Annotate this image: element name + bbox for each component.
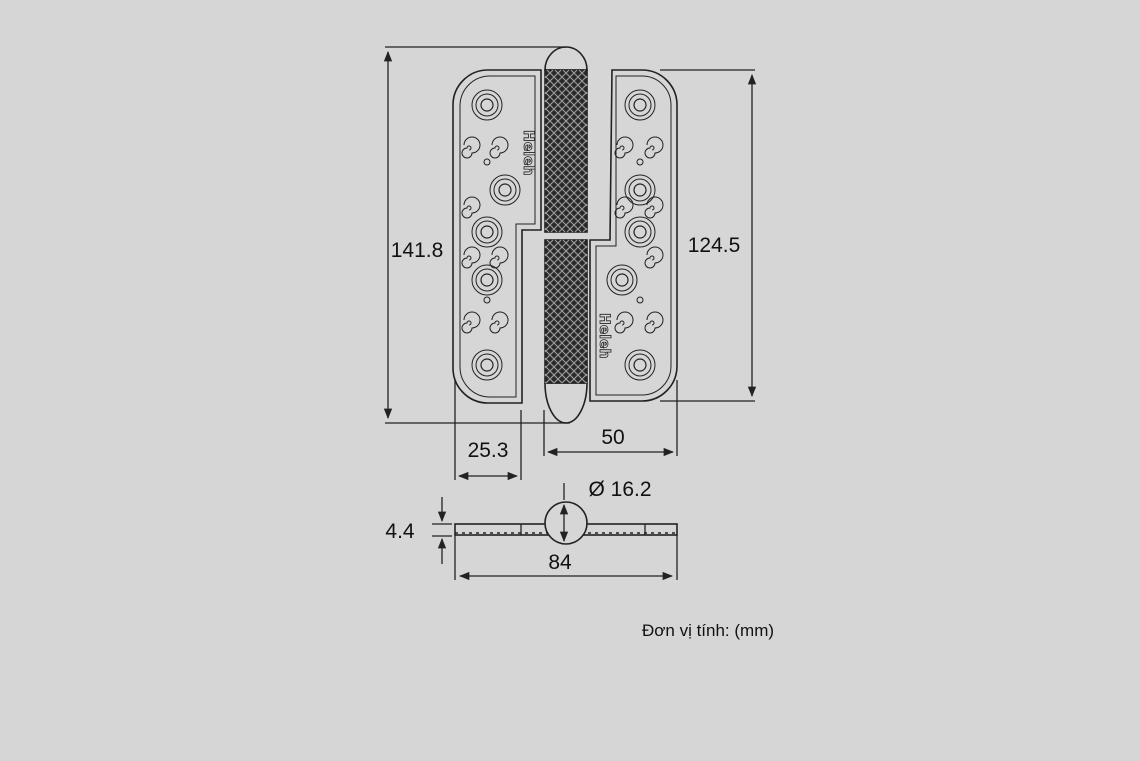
screw-hole-ring (624, 216, 656, 248)
total-height-label: 141.8 (391, 239, 444, 262)
scroll-ornament (644, 246, 664, 269)
side-pin (544, 501, 588, 545)
screw-hole-ring (471, 264, 503, 296)
screw-hole (480, 273, 494, 287)
scroll-ornament (489, 136, 509, 159)
scroll-ornament (461, 246, 481, 269)
unit-note: Đơn vị tính: (mm) (642, 621, 774, 640)
open-width-label: 50 (601, 426, 624, 449)
scroll-ornament (461, 196, 481, 219)
scroll-ornament (489, 246, 509, 269)
side-view: Ø 16.2 (454, 478, 678, 545)
screw-hole (633, 358, 647, 372)
screw-hole (498, 183, 512, 197)
dimension-total-height: 141.8 (383, 46, 570, 424)
screw-hole-ring (624, 174, 656, 206)
dimension-thickness: 4.4 (385, 497, 452, 564)
screw-hole (633, 98, 647, 112)
scroll-ornament (614, 196, 634, 219)
scroll-ornament (614, 311, 634, 334)
total-width-label: 84 (548, 551, 572, 574)
screw-hole (615, 273, 629, 287)
leaf-ornaments (461, 89, 664, 381)
pin-top-cap (544, 46, 588, 71)
brand-logo-left: Heleh (520, 130, 536, 175)
screw-hole-ring (624, 89, 656, 121)
screw-hole-ring (606, 264, 638, 296)
screw-hole (480, 358, 494, 372)
scroll-ornament (461, 311, 481, 334)
screw-hole-ring (471, 216, 503, 248)
brand-logo-right: Heleh (596, 313, 612, 358)
pin-knurl (544, 69, 588, 384)
leaf-width-label: 25.3 (468, 439, 509, 462)
screw-hole-ring (471, 89, 503, 121)
thickness-label: 4.4 (385, 520, 415, 543)
leaf-height-label: 124.5 (688, 234, 741, 257)
screw-hole-ring (489, 174, 521, 206)
screw-hole (480, 98, 494, 112)
scroll-ornament (644, 136, 664, 159)
scroll-ornament (644, 311, 664, 334)
screw-hole-ring (624, 349, 656, 381)
dimension-open-width: 50 (543, 380, 678, 457)
front-view: Heleh Heleh (452, 46, 678, 424)
scroll-ornament (644, 196, 664, 219)
scroll-ornament (489, 311, 509, 334)
dimension-total-width: 84 (454, 535, 678, 581)
dimension-leaf-height: 124.5 (660, 69, 757, 402)
screw-hole (633, 225, 647, 239)
screw-hole-ring (471, 349, 503, 381)
pin-bottom-cap (544, 382, 588, 424)
screw-hole (480, 225, 494, 239)
pin-diameter-label: Ø 16.2 (588, 478, 651, 501)
dimension-leaf-width: 25.3 (454, 380, 522, 481)
scroll-ornament (461, 136, 481, 159)
scroll-ornament (614, 136, 634, 159)
screw-hole (633, 183, 647, 197)
